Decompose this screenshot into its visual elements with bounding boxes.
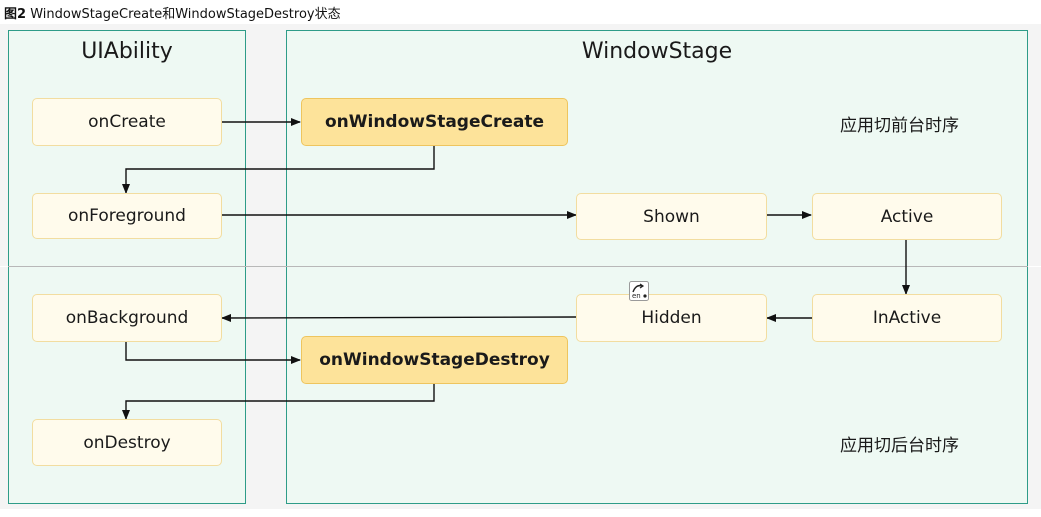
node-active-label: Active: [880, 206, 934, 227]
node-onbackground: onBackground: [32, 294, 222, 342]
node-onbackground-label: onBackground: [65, 308, 189, 328]
node-shown-label: Shown: [643, 206, 700, 227]
node-oncreate-label: onCreate: [88, 112, 166, 132]
note-foreground-sequence: 应用切前台时序: [840, 116, 959, 136]
figure-caption: 图2 WindowStageCreate和WindowStageDestroy状…: [4, 3, 341, 22]
note-background-sequence: 应用切后台时序: [840, 436, 959, 456]
node-inactive-label: InActive: [872, 308, 942, 328]
node-active: Active: [812, 193, 1002, 240]
node-onforeground-label: onForeground: [68, 206, 186, 226]
node-ondestroy: onDestroy: [32, 419, 222, 466]
en-translate-icon[interactable]: en: [629, 281, 649, 301]
uiability-panel-title: UIAbility: [81, 39, 173, 64]
svg-text:en: en: [632, 292, 641, 300]
node-onwindowstagecreate-label: onWindowStageCreate: [324, 112, 545, 132]
node-hidden: Hidden: [576, 294, 767, 342]
node-oncreate: onCreate: [32, 98, 222, 146]
phase-separator: [8, 266, 1028, 267]
arrow-onwindowstagecreate-to-onforeground: [122, 145, 435, 194]
figure-label: 图2: [4, 7, 27, 22]
windowstage-panel-title: WindowStage: [581, 39, 733, 64]
node-onwindowstagecreate: onWindowStageCreate: [301, 98, 568, 146]
arrow-onbackground-to-onwindowstagedestroy: [125, 342, 301, 364]
figure-caption-text: WindowStageCreate和WindowStageDestroy状态: [30, 7, 341, 22]
node-shown: Shown: [576, 193, 767, 240]
node-onwindowstagedestroy-label: onWindowStageDestroy: [319, 350, 550, 370]
arrow-onwindowstagedestroy-to-ondestroy: [122, 383, 435, 420]
node-onwindowstagedestroy: onWindowStageDestroy: [301, 336, 568, 384]
node-ondestroy-label: onDestroy: [83, 432, 171, 453]
node-hidden-label: Hidden: [641, 308, 702, 328]
node-onforeground: onForeground: [32, 193, 222, 239]
arrow-hidden-to-onbackground: [221, 313, 578, 322]
node-inactive: InActive: [812, 294, 1002, 342]
